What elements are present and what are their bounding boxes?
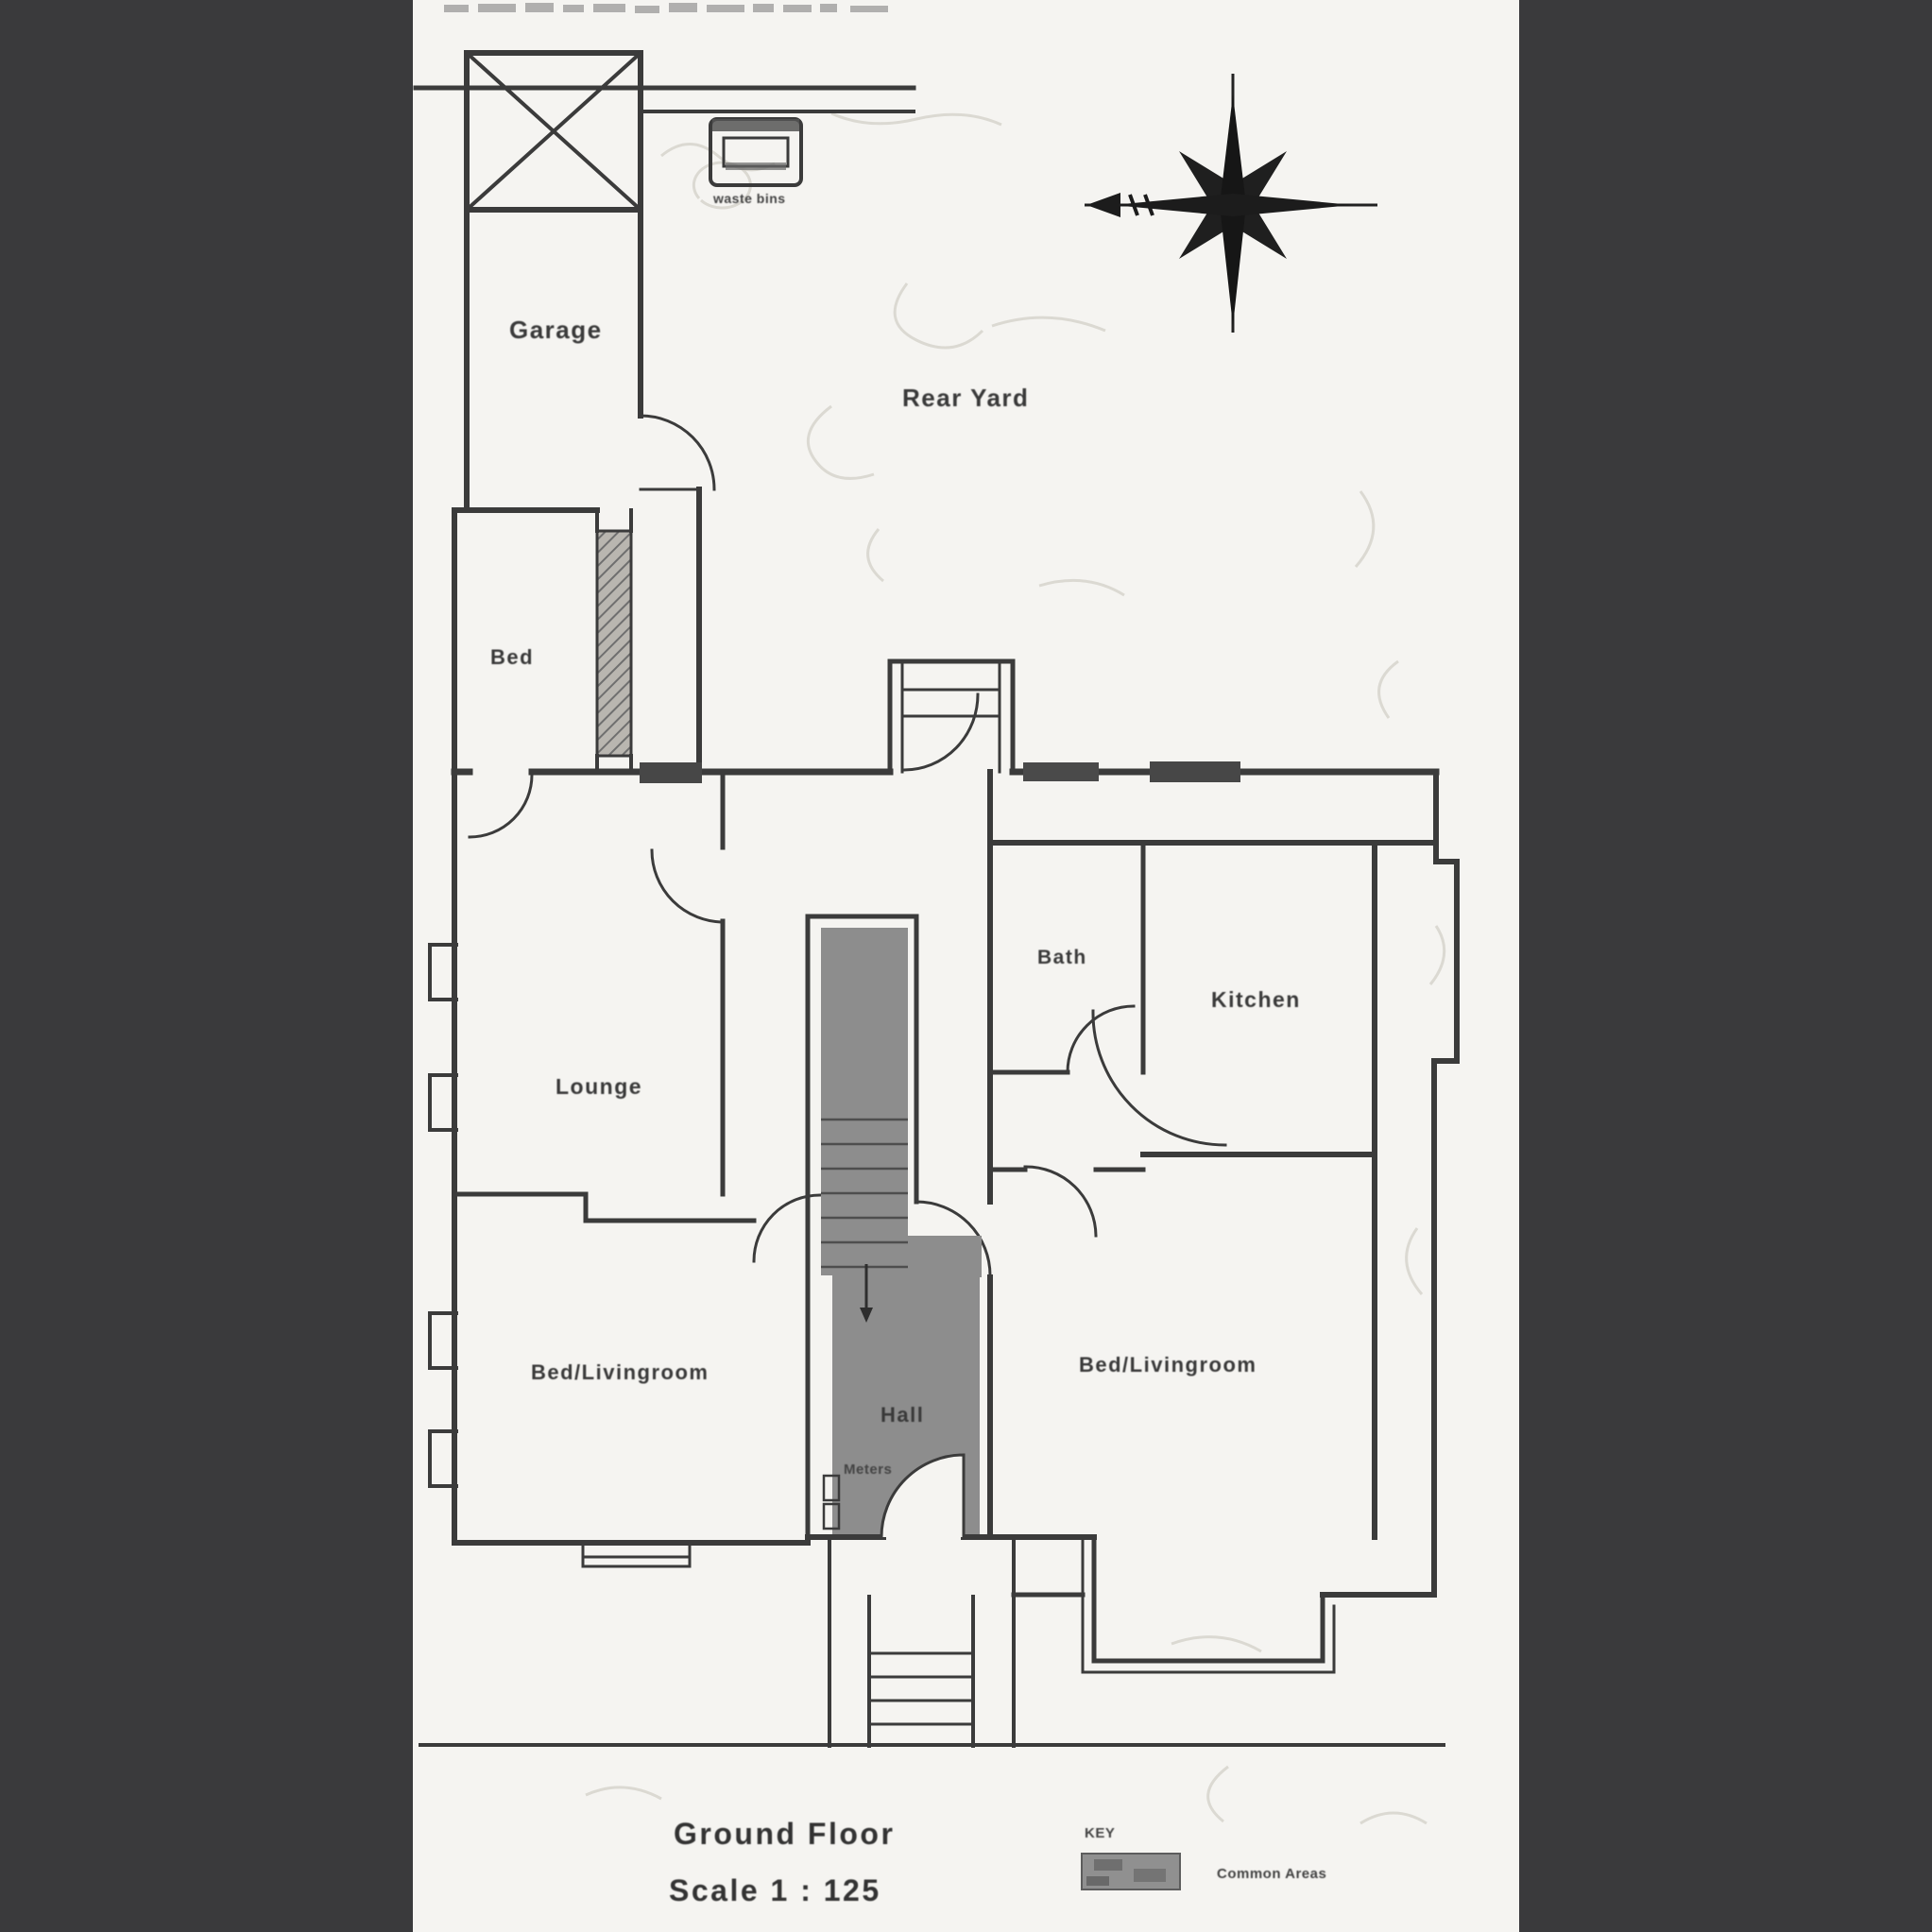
south-window-sill xyxy=(581,1541,692,1568)
scan-noise xyxy=(585,111,1446,1825)
entrance-porch xyxy=(887,658,1016,775)
bed-livingroom-left-label: Bed/Livingroom xyxy=(531,1360,709,1384)
scan-artifact-top-text xyxy=(444,3,888,13)
main-exterior-walls xyxy=(428,761,1460,1598)
legend-heading: KEY xyxy=(1085,1825,1115,1841)
bath-door-arc xyxy=(1066,1004,1136,1074)
step-treads xyxy=(867,1651,975,1726)
bed-label: Bed xyxy=(490,645,534,669)
meters-label: Meters xyxy=(844,1462,892,1478)
stair-treads xyxy=(821,1118,908,1269)
west-wall-bays xyxy=(428,943,458,1488)
bath-label: Bath xyxy=(1037,947,1087,968)
common-area-shading xyxy=(821,928,982,1539)
stairs-shaded xyxy=(821,928,908,1275)
interior-walls xyxy=(452,769,1436,1540)
left-wing-walls xyxy=(452,487,702,1546)
garage-structure xyxy=(464,50,716,513)
west-arrowhead xyxy=(1086,193,1120,217)
legend-common-areas-label: Common Areas xyxy=(1217,1866,1326,1882)
legend-swatch-common-areas xyxy=(1081,1853,1181,1890)
rear-yard-label: Rear Yard xyxy=(902,384,1029,412)
compass-rose-icon xyxy=(1085,74,1377,333)
bed-room-door-arc xyxy=(468,773,534,839)
bed-livingroom-right-label: Bed/Livingroom xyxy=(1079,1353,1257,1376)
waste-bins-label: waste bins xyxy=(712,191,786,206)
bay-window-south-east xyxy=(1081,1534,1336,1674)
corridor-hall-door-arc xyxy=(915,1200,992,1277)
kitchen-door-arc xyxy=(1091,1009,1227,1147)
front-steps xyxy=(419,1538,1445,1748)
garage-roof-crossed-square-icon xyxy=(464,50,643,213)
hall-label: Hall xyxy=(881,1403,924,1427)
meter-box xyxy=(822,1502,841,1530)
window-band xyxy=(1150,761,1240,782)
lounge-door-arc xyxy=(650,848,726,924)
bedliving-right-door-arc xyxy=(1023,1165,1098,1238)
garage-door-arc xyxy=(639,414,716,491)
front-door-swing xyxy=(881,1455,964,1537)
east-exterior-wall xyxy=(1320,769,1460,1598)
meter-box xyxy=(822,1474,841,1502)
waste-bins-icon xyxy=(709,117,803,187)
window-band xyxy=(1023,762,1099,781)
porch-door-arc xyxy=(902,692,980,772)
lounge-bedliving-divider xyxy=(452,1191,757,1223)
window-band xyxy=(640,762,702,783)
paper-sheet xyxy=(413,0,1519,1932)
kitchen-label: Kitchen xyxy=(1211,987,1301,1012)
page-title: Ground Floor xyxy=(674,1817,895,1851)
garage-label: Garage xyxy=(509,316,603,344)
lounge-label: Lounge xyxy=(556,1074,642,1099)
glazed-screen-hatch xyxy=(595,529,633,758)
scale-label: Scale 1 : 125 xyxy=(669,1873,881,1907)
